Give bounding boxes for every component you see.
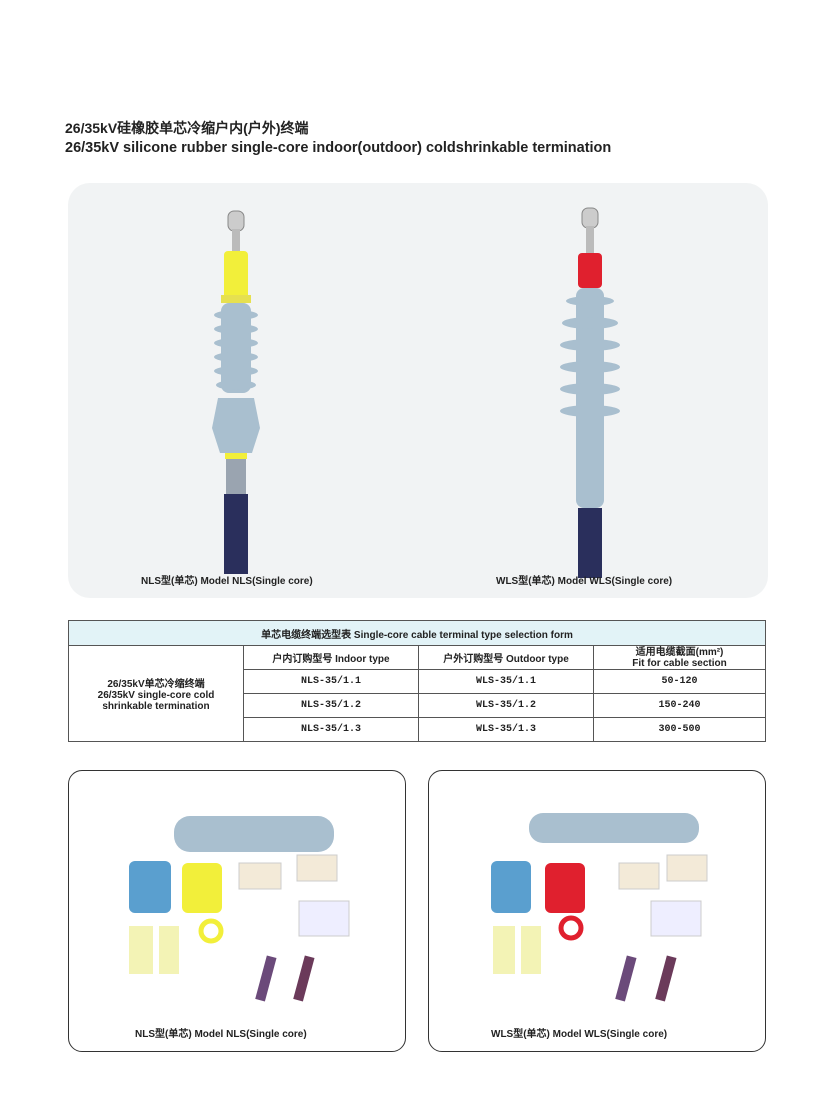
wls-caption: WLS型(单芯) Model WLS(Single core)	[496, 576, 673, 587]
cell: WLS-35/1.3	[418, 717, 594, 742]
row-label-line: 26/35kV single-core cold	[97, 690, 215, 701]
header-section: 适用电缆截面(mm²) Fit for cable section	[593, 645, 766, 670]
table-row: NLS-35/1.3 WLS-35/1.3 300-500	[69, 717, 766, 742]
header-indoor: 户内订购型号 Indoor type	[243, 645, 419, 670]
wls-kit-illustration	[491, 813, 708, 1002]
wls-kit-caption: WLS型(单芯) Model WLS(Single core)	[491, 1029, 668, 1040]
nls-caption: NLS型(单芯) Model NLS(Single core)	[141, 576, 313, 587]
selection-table: 单芯电缆终端选型表 Single-core cable terminal typ…	[68, 620, 766, 742]
header-outdoor: 户外订购型号 Outdoor type	[418, 645, 594, 670]
cell: 50-120	[593, 669, 766, 694]
nls-termination-image	[212, 210, 260, 574]
row-label-line: 26/35kV单芯冷缩终端	[107, 679, 205, 690]
nls-kit-caption: NLS型(单芯) Model NLS(Single core)	[135, 1029, 307, 1040]
table-title: 单芯电缆终端选型表 Single-core cable terminal typ…	[68, 620, 766, 646]
cell: NLS-35/1.3	[243, 717, 419, 742]
cell: WLS-35/1.2	[418, 693, 594, 718]
wls-kit-panel: WLS型(单芯) Model WLS(Single core)	[428, 770, 766, 1052]
nls-kit-illustration	[129, 816, 350, 1002]
product-photo-panel: NLS型(单芯) Model NLS(Single core) WLS型(单芯)…	[68, 183, 768, 598]
header-section-cn: 适用电缆截面(mm²)	[635, 646, 724, 658]
cell: NLS-35/1.2	[243, 693, 419, 718]
title-chinese: 26/35kV硅橡胶单芯冷缩户内(户外)终端	[65, 120, 309, 136]
cell: 150-240	[593, 693, 766, 718]
header-section-en: Fit for cable section	[632, 657, 727, 669]
row-label: 26/35kV单芯冷缩终端 26/35kV single-core cold s…	[68, 645, 244, 742]
nls-kit-panel: NLS型(单芯) Model NLS(Single core)	[68, 770, 406, 1052]
wls-termination-image	[560, 207, 620, 578]
title-english: 26/35kV silicone rubber single-core indo…	[65, 140, 612, 156]
cell: WLS-35/1.1	[418, 669, 594, 694]
cell: 300-500	[593, 717, 766, 742]
row-label-line: shrinkable termination	[102, 701, 210, 712]
terminations-illustration	[212, 207, 620, 578]
cell: NLS-35/1.1	[243, 669, 419, 694]
